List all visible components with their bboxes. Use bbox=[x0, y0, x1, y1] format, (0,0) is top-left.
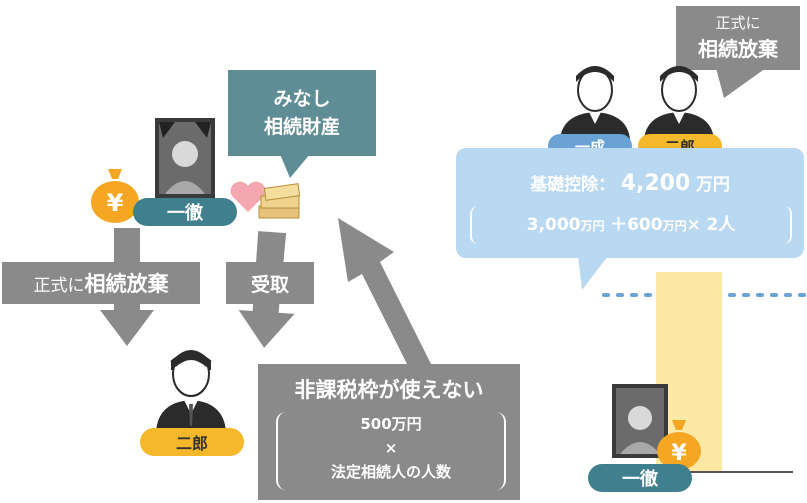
formula-plus: ＋ bbox=[610, 215, 628, 235]
issho-name: 一徹 bbox=[167, 203, 203, 224]
exemption-formula: 500万円 × 法定相続人の人数 bbox=[276, 412, 506, 490]
issei-figure bbox=[552, 60, 638, 140]
renounce-label: 正式に 相続放棄 bbox=[2, 262, 200, 304]
heart-icon bbox=[228, 178, 268, 214]
formula-b: 600 bbox=[627, 215, 663, 235]
deemed-inheritance-callout: みなし 相続財産 bbox=[228, 70, 376, 156]
issho-name-right: 一徹 bbox=[622, 469, 658, 490]
renounce-prefix-right: 正式に bbox=[715, 14, 761, 32]
renounce-bold: 相続放棄 bbox=[84, 272, 169, 296]
jiro-figure-right bbox=[636, 60, 722, 140]
yen-symbol: ¥ bbox=[107, 189, 124, 217]
formula-a-unit: 万円 bbox=[580, 219, 605, 233]
formula-a: 3,000 bbox=[526, 215, 581, 235]
renounce-prefix: 正式に bbox=[33, 275, 85, 296]
formula-times: × bbox=[686, 215, 701, 235]
no-exemption-box: 非課税枠が使えない 500万円 × 法定相続人の人数 bbox=[258, 364, 520, 500]
renounce-callout-tail bbox=[716, 68, 766, 98]
cash-stack-icon bbox=[255, 182, 303, 222]
issho-name-badge: 一徹 bbox=[133, 198, 237, 226]
jiro-name-badge: 二郎 bbox=[140, 428, 244, 456]
basic-deduction-box: 基礎控除： 4,200 万円 3,000万円 ＋600万円× 2人 bbox=[456, 148, 804, 258]
renounce-callout-right: 正式に 相続放棄 bbox=[676, 6, 800, 70]
renounce-bold-right: 相続放棄 bbox=[698, 37, 778, 61]
receive-text: 受取 bbox=[250, 273, 289, 296]
baseline bbox=[600, 471, 793, 473]
callout-tail bbox=[280, 154, 310, 178]
jiro-name: 二郎 bbox=[175, 434, 208, 453]
callout-line-1: みなし bbox=[273, 88, 331, 110]
receive-label: 受取 bbox=[226, 262, 314, 304]
formula-b-unit: 万円 bbox=[662, 219, 687, 233]
no-exemption-arrow bbox=[338, 218, 432, 378]
callout-line-2: 相続財産 bbox=[263, 116, 340, 138]
formula-count: 2人 bbox=[706, 215, 736, 235]
formula-line-3: 法定相続人の人数 bbox=[330, 463, 451, 481]
formula-line-1: 500万円 bbox=[360, 415, 422, 433]
yen-symbol-right: ¥ bbox=[671, 441, 687, 466]
deduction-unit: 万円 bbox=[695, 175, 730, 195]
jiro-figure bbox=[148, 340, 234, 432]
deduction-heading: 基礎控除： 4,200 万円 bbox=[456, 170, 804, 196]
money-bag-icon-right: ¥ bbox=[654, 418, 704, 470]
formula-line-2: × bbox=[384, 439, 398, 457]
deduction-callout-tail bbox=[578, 256, 608, 290]
issho-name-badge-right: 一徹 bbox=[588, 464, 692, 492]
issho-portrait bbox=[155, 118, 215, 198]
deduction-label: 基礎控除： bbox=[530, 175, 616, 195]
money-bag-icon: ¥ bbox=[88, 165, 142, 223]
deduction-value: 4,200 bbox=[620, 171, 691, 196]
no-exemption-title: 非課税枠が使えない bbox=[294, 378, 484, 402]
deduction-formula: 3,000万円 ＋600万円× 2人 bbox=[470, 206, 792, 244]
